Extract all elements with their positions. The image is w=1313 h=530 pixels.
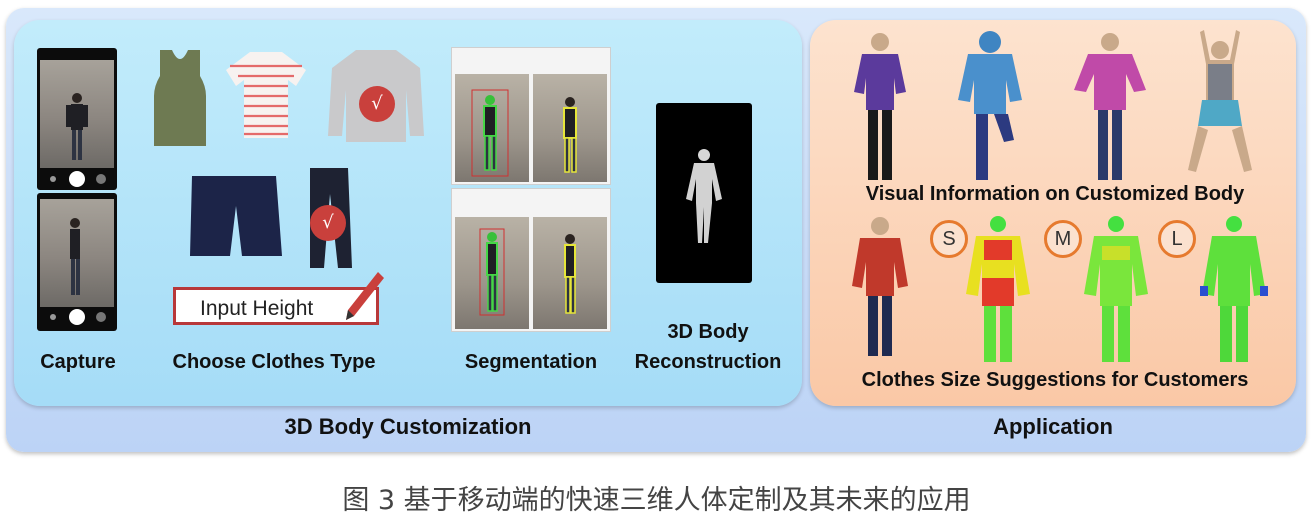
- application-figures: [852, 30, 1268, 362]
- reconstruction-phone: [656, 103, 752, 283]
- jeans-icon: [310, 168, 352, 268]
- heatmap-size-l: [1200, 216, 1268, 362]
- segmented-front-figures: [471, 89, 577, 177]
- application-title: Application: [993, 414, 1113, 439]
- avatar-purple-shirt: [854, 33, 906, 180]
- tank-top-icon: [154, 50, 206, 146]
- segmented-side-figures: [479, 228, 576, 316]
- avatar-red-sweater: [852, 217, 908, 356]
- avatar-plaid-shirt: [1074, 33, 1146, 180]
- body-customization-title: 3D Body Customization: [284, 414, 532, 439]
- segmentation-screen-front: [451, 47, 611, 185]
- reconstruction-label-line1: 3D Body: [667, 321, 749, 343]
- reconstruction-label-line2: Reconstruction: [634, 351, 782, 373]
- visual-info-label: Visual Information on Customized Body: [865, 183, 1245, 205]
- segmentation-label: Segmentation: [464, 351, 598, 373]
- pencil-icon: [346, 272, 384, 320]
- heatmap-size-s: [966, 216, 1030, 362]
- person-front-figure: [50, 93, 106, 187]
- selected-jeans-check: √: [310, 205, 346, 241]
- shorts-icon: [190, 176, 282, 256]
- choose-clothes-label: Choose Clothes Type: [172, 351, 376, 373]
- capture-phone-front: [37, 48, 117, 190]
- capture-phone-side: [37, 193, 117, 331]
- selected-sweater-check: √: [359, 86, 395, 122]
- avatar-tank-shorts: [1188, 30, 1252, 172]
- input-height-field[interactable]: Input Height: [173, 287, 379, 325]
- figure-caption: 图 3 基于移动端的快速三维人体定制及其未来的应用: [342, 485, 971, 516]
- size-badge-s: S: [930, 220, 968, 258]
- heatmap-size-m: [1084, 216, 1148, 362]
- body-model-figure: [686, 149, 722, 243]
- avatar-blue-hoodie: [958, 31, 1022, 180]
- size-badge-m: M: [1044, 220, 1082, 258]
- segmentation-screen-side: [451, 188, 611, 332]
- clothes-illustrations: [154, 50, 424, 268]
- size-suggestions-label: Clothes Size Suggestions for Customers: [861, 369, 1249, 391]
- striped-tshirt-icon: [226, 52, 306, 138]
- person-side-figure: [50, 218, 106, 325]
- capture-label: Capture: [40, 351, 116, 373]
- size-badge-l: L: [1158, 220, 1196, 258]
